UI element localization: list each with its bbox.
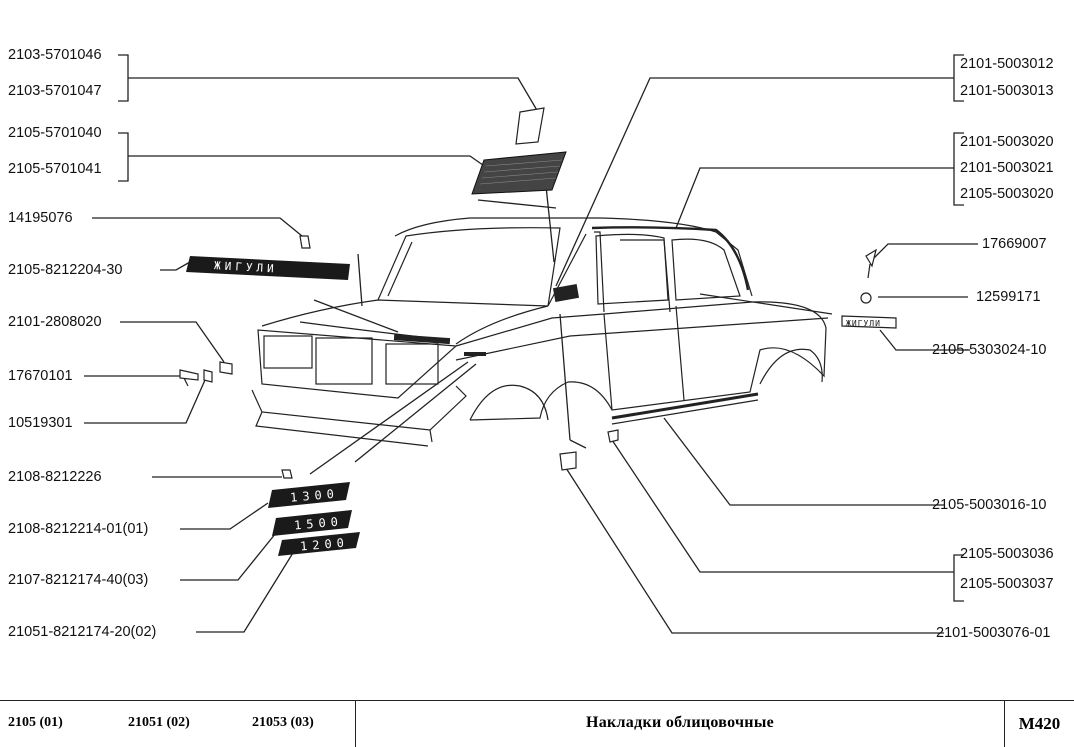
model-2105: 2105 (01) <box>8 715 63 730</box>
label-2105-5003036: 2105-5003036 <box>960 546 1054 562</box>
badge-1200 <box>278 532 360 556</box>
side-nameplate-text: ЖИГУЛИ <box>846 319 881 328</box>
label-21051-8212174-20: 21051-8212174-20(02) <box>8 624 157 640</box>
nameplate-zhiguli <box>186 256 350 280</box>
label-2105-8212204-30: 2105-8212204-30 <box>8 262 123 278</box>
label-2101-5003076-01: 2101-5003076-01 <box>936 625 1051 641</box>
label-2101-5003021: 2101-5003021 <box>960 160 1054 176</box>
model-21051: 21051 (02) <box>128 715 190 730</box>
model-21053: 21053 (03) <box>252 715 314 730</box>
label-2105-5701040: 2105-5701040 <box>8 125 102 141</box>
label-2105-5303024-10: 2105-5303024-10 <box>932 342 1047 358</box>
label-14195076: 14195076 <box>8 210 73 226</box>
nameplate-text: ЖИГУЛИ <box>214 259 278 275</box>
label-17669007: 17669007 <box>982 236 1047 252</box>
label-2101-5003012: 2101-5003012 <box>960 56 1054 72</box>
clip-2105-5003036 <box>607 429 619 443</box>
nut-12599171 <box>860 292 872 304</box>
label-2101-2808020: 2101-2808020 <box>8 314 102 330</box>
label-2103-5701046: 2103-5701046 <box>8 47 102 63</box>
label-10519301: 10519301 <box>8 415 73 431</box>
footer-bar: 2105 (01) 21051 (02) 21053 (03) Накладки… <box>0 700 1074 747</box>
label-2107-8212174-40: 2107-8212174-40(03) <box>8 572 149 588</box>
label-17670101: 17670101 <box>8 368 73 384</box>
parts-diagram: ЖИГУЛИ ЖИГУЛИ 1300 1500 1200 <box>84 54 978 634</box>
clip-2101-5003076 <box>559 451 577 471</box>
label-2108-8212214-01: 2108-8212214-01(01) <box>8 521 149 537</box>
screw-17669007 <box>865 248 877 279</box>
label-12599171: 12599171 <box>976 289 1041 305</box>
trim-plate <box>471 151 567 195</box>
clip-2108-8212226 <box>281 469 293 479</box>
badge-1300 <box>268 482 350 508</box>
badge-1300-text: 1300 <box>290 487 340 505</box>
label-2105-5003037: 2105-5003037 <box>960 576 1054 592</box>
badge-1500-text: 1500 <box>294 514 344 532</box>
page-code: M420 <box>1004 701 1074 747</box>
label-2105-5003016-10: 2105-5003016-10 <box>932 497 1047 513</box>
label-2108-8212226: 2108-8212226 <box>8 469 102 485</box>
nut-10519301 <box>203 369 213 383</box>
label-2105-5003020: 2105-5003020 <box>960 186 1054 202</box>
side-nameplate <box>841 315 897 329</box>
label-2101-5003013: 2101-5003013 <box>960 83 1054 99</box>
bolt-17670101 <box>179 369 199 387</box>
badge-1200-text: 1200 <box>300 535 350 553</box>
page-title: Накладки облицовочные <box>585 714 775 731</box>
clip-2101-2808020 <box>219 361 233 375</box>
clip-14195076 <box>299 235 311 249</box>
label-2101-5003020: 2101-5003020 <box>960 134 1054 150</box>
plaque-small <box>515 107 545 145</box>
label-2103-5701047: 2103-5701047 <box>8 83 102 99</box>
label-2105-5701041: 2105-5701041 <box>8 161 102 177</box>
model-list: 2105 (01) 21051 (02) 21053 (03) <box>0 701 356 747</box>
badge-1500 <box>272 510 352 536</box>
